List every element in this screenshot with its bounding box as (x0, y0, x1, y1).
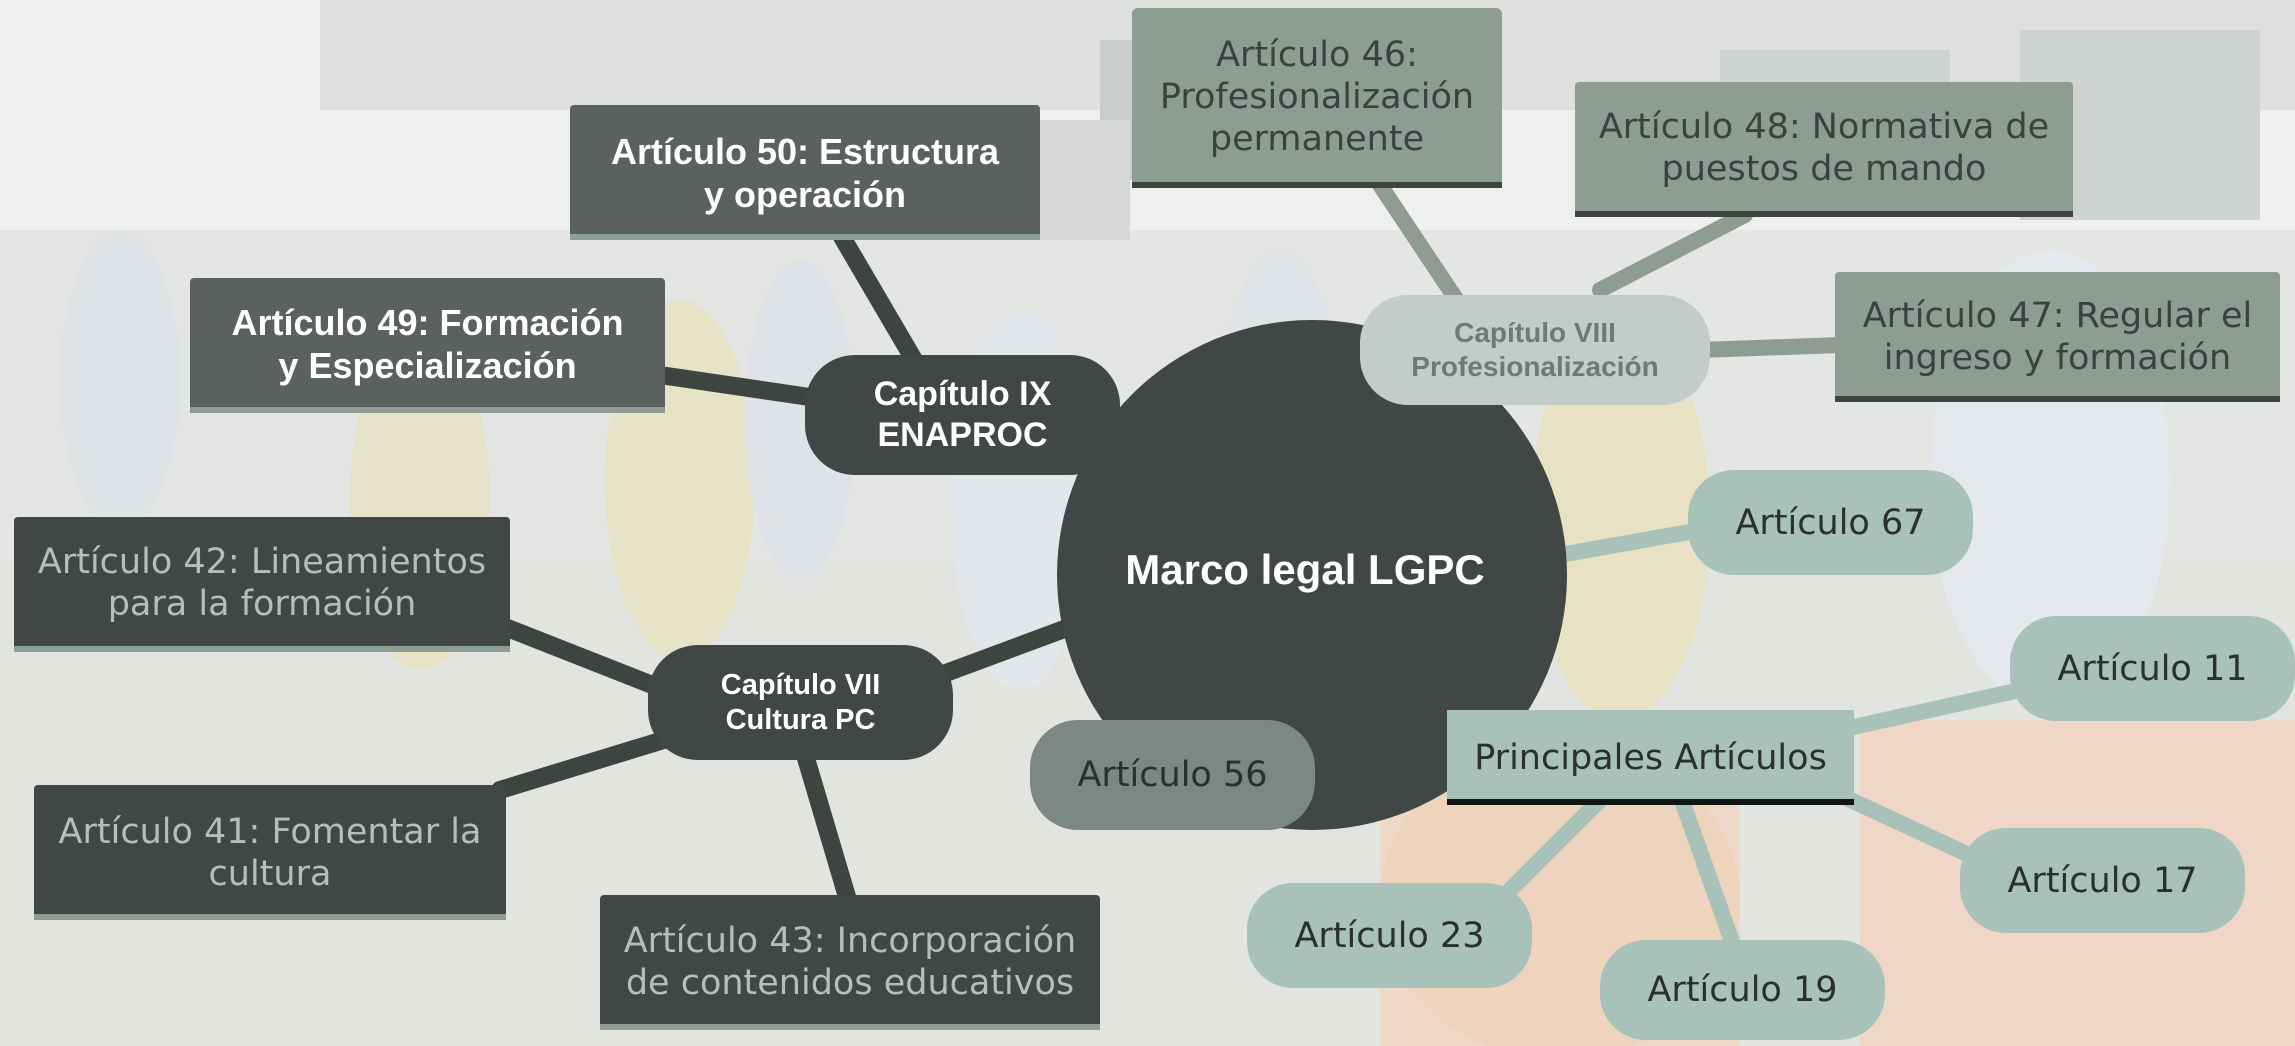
article-19-label[interactable]: Artículo 19 (1647, 970, 1838, 1010)
principales-box-underline (1447, 799, 1854, 805)
connector-principales-23 (1492, 792, 1608, 908)
article-23-box[interactable] (1247, 883, 1532, 988)
principales-label[interactable]: Principales Artículos (1474, 737, 1827, 778)
article-47-box-underline (1835, 396, 2280, 402)
chapter-viii-label[interactable]: Capítulo VIII Profesionalización (1411, 317, 1659, 382)
article-23-label[interactable]: Artículo 23 (1294, 915, 1485, 956)
connector-center-67 (1552, 522, 1708, 563)
article-43-label[interactable]: Artículo 43: Incorporación de contenidos… (623, 921, 1077, 1003)
article-50-label[interactable]: Artículo 50: Estructura y operación (610, 130, 1000, 215)
chapter-ix-node[interactable] (805, 355, 1120, 475)
article-47-box[interactable] (1835, 272, 2280, 402)
article-48-box[interactable] (1575, 82, 2073, 217)
article-41-box[interactable] (34, 785, 506, 920)
article-43-box-underline (600, 1024, 1100, 1030)
article-47-label[interactable]: Artículo 47: Regular el ingreso y formac… (1862, 296, 2253, 378)
article-49-label[interactable]: Artículo 49: Formación y Especialización (231, 301, 624, 386)
connector-principales-17 (1832, 787, 1988, 868)
connector-vii-42 (491, 616, 674, 699)
article-50-box-underline (570, 234, 1040, 240)
article-48-label[interactable]: Artículo 48: Normativa de puestos de man… (1598, 106, 2050, 189)
article-67-label[interactable]: Artículo 67 (1735, 502, 1926, 543)
article-46-label[interactable]: Artículo 46: Profesionalización permanen… (1159, 35, 1475, 159)
article-48-box-underline (1575, 211, 2073, 217)
principales-box[interactable] (1447, 710, 1854, 805)
article-19-box[interactable] (1600, 940, 1885, 1040)
article-50-box[interactable] (570, 105, 1040, 240)
article-17-box[interactable] (1960, 828, 2245, 933)
connector-viii-46 (1372, 177, 1468, 313)
connector-vii-43 (796, 746, 857, 909)
connector-vii-41 (491, 726, 689, 799)
chapter-viii-node[interactable] (1360, 295, 1710, 405)
article-56-box[interactable] (1030, 720, 1315, 830)
connector-viii-47 (1692, 337, 1848, 358)
chapter-ix-label[interactable]: Capítulo IX ENAPROC (873, 375, 1052, 454)
article-17-label[interactable]: Artículo 17 (2007, 860, 2198, 901)
article-56-label[interactable]: Artículo 56 (1077, 755, 1268, 795)
article-49-box-underline (190, 407, 665, 413)
article-41-label[interactable]: Artículo 41: Fomentar la cultura (58, 811, 482, 894)
connector-viii-48 (1592, 207, 1753, 298)
connector-principales-19 (1672, 787, 1743, 958)
chapter-vii-node[interactable] (648, 645, 953, 760)
article-11-label[interactable]: Artículo 11 (2057, 648, 2248, 689)
article-67-box[interactable] (1688, 470, 1973, 575)
connector-ix-50 (826, 216, 929, 379)
connector-ix-49 (651, 366, 839, 409)
article-42-box-underline (14, 646, 510, 652)
article-46-box[interactable] (1132, 8, 1502, 188)
article-41-box-underline (34, 914, 506, 920)
connector-principales-11 (1832, 682, 2028, 738)
article-11-box[interactable] (2010, 616, 2295, 721)
center-node[interactable] (1057, 320, 1567, 830)
node-shapes (14, 8, 2295, 1040)
center-node-label[interactable]: Marco legal LGPC (1125, 545, 1485, 593)
chapter-vii-label[interactable]: Capítulo VII Cultura PC (720, 668, 881, 736)
article-46-box-underline (1132, 182, 1502, 188)
article-42-label[interactable]: Artículo 42: Lineamientos para la formac… (37, 541, 487, 624)
article-43-box[interactable] (600, 895, 1100, 1030)
article-42-box[interactable] (14, 517, 510, 652)
article-49-box[interactable] (190, 278, 665, 413)
